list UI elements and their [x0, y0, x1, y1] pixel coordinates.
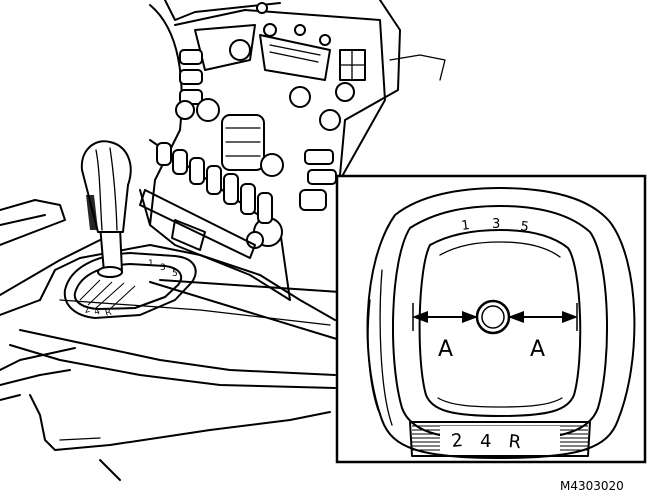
knob-mark-r: R: [104, 308, 113, 319]
inset-mark-4: 4: [480, 431, 491, 452]
left-button-column: [175, 49, 337, 249]
center-console: [0, 0, 446, 481]
inset-mark-5: 5: [519, 219, 529, 235]
knob-mark-3: 3: [160, 263, 166, 273]
climate-buttons: [156, 142, 273, 224]
inset-detail: 1 3 5 2 4 R A A: [335, 174, 647, 464]
inset-mark-3: 3: [492, 217, 500, 232]
dimension-label-left: A: [438, 337, 453, 362]
inset-mark-2: 2: [450, 430, 464, 452]
inset-mark-1: 1: [460, 218, 470, 234]
radio-unit: [194, 2, 366, 131]
gear-lever: [80, 140, 132, 278]
inset-mark-r: R: [507, 431, 522, 453]
leader-line: [149, 281, 341, 341]
gear-gate: 2 4 R 1 3 5: [63, 252, 197, 319]
figure-code: M4303020: [560, 479, 624, 493]
knob-mark-4: 4: [93, 307, 101, 318]
dimension-arrows: [412, 303, 578, 331]
dimension-label-right: A: [530, 337, 545, 362]
knob-mark-1: 1: [148, 259, 154, 269]
knob-mark-2: 2: [83, 305, 91, 316]
knob-mark-5: 5: [172, 269, 178, 279]
